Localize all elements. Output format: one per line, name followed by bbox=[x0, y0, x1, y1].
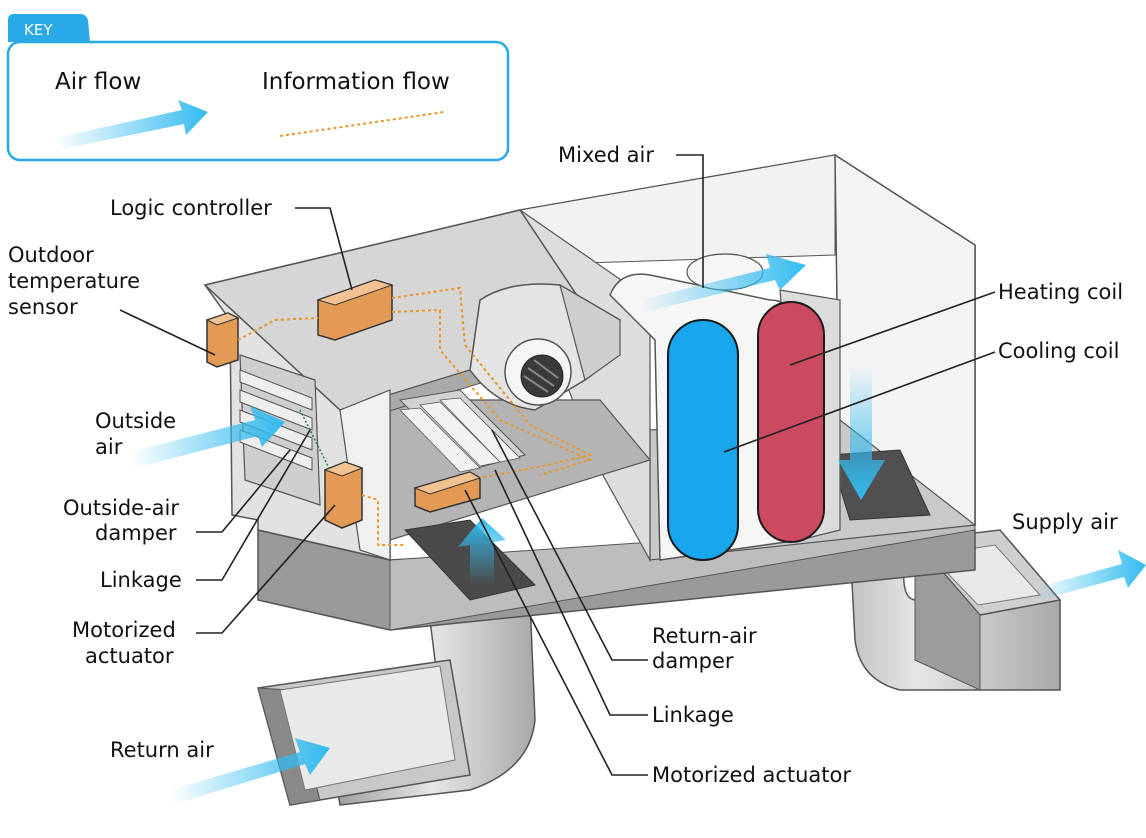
label-return-air: Return air bbox=[110, 738, 214, 762]
label-cooling-coil: Cooling coil bbox=[998, 339, 1119, 363]
label-motorized-actuator-right: Motorized actuator bbox=[652, 763, 851, 787]
label-outside-air-2: air bbox=[95, 435, 123, 459]
label-outside-air-damper-1: Outside-air bbox=[63, 496, 179, 520]
key-title: KEY bbox=[24, 21, 53, 39]
label-outdoor-temperature-sensor-2: temperature bbox=[8, 269, 140, 293]
supply-down-arrow bbox=[838, 365, 885, 500]
key-air-flow-label: Air flow bbox=[55, 69, 141, 95]
key-box: KEY Air flow Information flow bbox=[6, 14, 510, 162]
blower-fan-inlet bbox=[520, 354, 564, 398]
label-motorized-actuator-left-2: actuator bbox=[85, 644, 174, 668]
return-air-up-arrow bbox=[458, 518, 506, 585]
return-air-duct bbox=[257, 599, 536, 806]
label-return-air-damper-1: Return-air bbox=[652, 624, 757, 648]
blower-fan bbox=[469, 283, 621, 411]
label-mixed-air: Mixed air bbox=[558, 143, 654, 167]
return-air-arrow bbox=[170, 738, 330, 804]
label-logic-controller: Logic controller bbox=[110, 196, 272, 220]
leader-lines bbox=[119, 154, 996, 776]
label-outdoor-temperature-sensor-1: Outdoor bbox=[8, 243, 94, 267]
cooling-coil bbox=[667, 319, 739, 561]
label-outside-air-1: Outside bbox=[95, 409, 176, 433]
outside-air-linkage bbox=[299, 409, 331, 471]
outdoor-temperature-sensor-box bbox=[205, 312, 240, 368]
heating-coil bbox=[757, 301, 825, 543]
label-return-air-damper-2: damper bbox=[652, 649, 734, 673]
label-supply-air: Supply air bbox=[1012, 510, 1118, 534]
logic-controller-box bbox=[316, 279, 394, 341]
information-flow-lines bbox=[237, 286, 593, 546]
mixed-air-arrow bbox=[640, 254, 806, 312]
label-linkage-right: Linkage bbox=[652, 703, 734, 727]
supply-air-arrow bbox=[1035, 550, 1146, 600]
label-outdoor-temperature-sensor-3: sensor bbox=[8, 295, 78, 319]
label-motorized-actuator-left-1: Motorized bbox=[72, 618, 176, 642]
key-information-flow-line bbox=[279, 111, 445, 137]
key-information-flow-label: Information flow bbox=[262, 69, 450, 95]
return-air-motorized-actuator-box bbox=[413, 471, 482, 513]
key-air-flow-arrow bbox=[55, 100, 208, 150]
label-outside-air-damper-2: damper bbox=[95, 521, 177, 545]
outside-air-arrow bbox=[130, 406, 285, 468]
label-heating-coil: Heating coil bbox=[998, 280, 1123, 304]
outside-air-motorized-actuator-box bbox=[323, 461, 364, 529]
label-linkage-left: Linkage bbox=[100, 568, 182, 592]
